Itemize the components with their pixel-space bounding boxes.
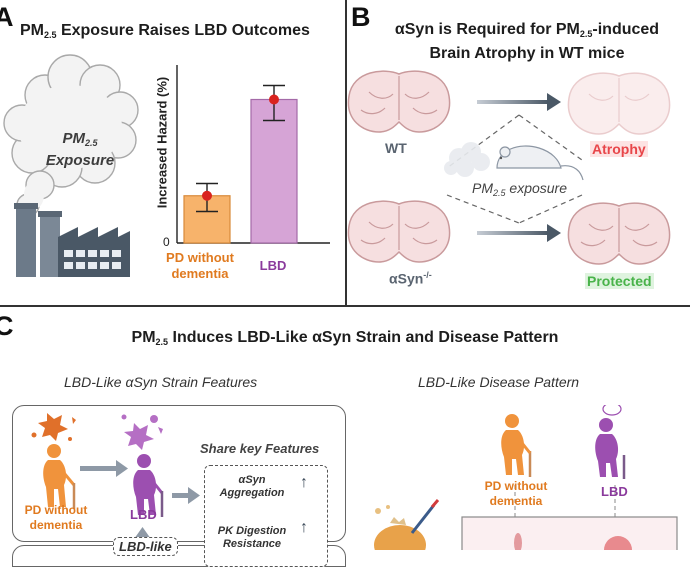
- y-tick-zero: 0: [163, 235, 170, 249]
- pd-to-lbd-arrow: [80, 460, 128, 477]
- feature-digestion: PK Digestion Resistance ↑: [217, 519, 308, 551]
- pd-label: PD without dementia: [24, 503, 88, 532]
- wt-label: WT: [385, 140, 407, 156]
- bar-1: [250, 98, 298, 244]
- strain-illustration: [31, 413, 200, 550]
- x-label-lbd: LBD: [259, 258, 287, 273]
- digestion-up-icon: ↑: [300, 519, 308, 536]
- lbd-like-tag: LBD-like: [113, 537, 178, 556]
- ko-label: αSyn-/-: [389, 270, 432, 287]
- ko-arrow: [477, 224, 561, 242]
- hazard-chart: Increased Hazard (%) 0 PD without dement…: [150, 60, 340, 290]
- panel-a-title: PM2.5 Exposure Raises LBD Outcomes: [20, 22, 310, 40]
- wt-brain: [347, 70, 451, 133]
- aggregation-up-icon: ↑: [300, 474, 308, 491]
- panel-a-letter: A: [0, 2, 14, 32]
- lbd-label: LBD: [130, 507, 157, 522]
- ko-brain: [347, 200, 451, 263]
- panel-b-diagram: [347, 70, 671, 265]
- factory: [14, 203, 130, 277]
- atrophy-brain: [567, 72, 671, 135]
- brain-needle-icon: [374, 499, 440, 550]
- panel-c: C PM2.5 Induces LBD-Like αSyn Strain and…: [0, 307, 690, 567]
- pd-aggregate-icon: [31, 413, 76, 441]
- lbd-person-icon: [133, 454, 164, 517]
- pd-person-icon: [43, 444, 76, 509]
- lbd-aggregate-icon: [121, 414, 163, 450]
- protected-label: Protected: [585, 273, 654, 289]
- wt-arrow: [477, 93, 561, 111]
- right-lbd-person-icon: [595, 405, 626, 479]
- vertical-divider: [345, 0, 347, 305]
- disease-pattern-illustration: [374, 405, 678, 550]
- panel-b-letter: B: [351, 2, 371, 32]
- horizontal-divider: [0, 305, 690, 307]
- pm-cloud: [444, 142, 490, 177]
- panel-b-title: αSyn is Required for PM2.5-induced Brain…: [394, 21, 660, 62]
- factory-illustration: [3, 54, 139, 277]
- right-subtitle: LBD-Like Disease Pattern: [418, 374, 580, 390]
- bar-plot: [176, 65, 330, 244]
- share-title: Share key Features: [200, 441, 320, 456]
- panel-c-letter: C: [0, 311, 14, 341]
- smoke-cloud: [3, 54, 139, 217]
- point-estimate-0: [202, 190, 212, 201]
- panel-b: B αSyn is Required for PM2.5-induced Bra…: [347, 0, 690, 305]
- pattern-plot: [461, 485, 678, 550]
- protected-brain: [567, 202, 671, 265]
- right-pd-person-icon: [501, 414, 532, 477]
- x-label-pd: PD without dementia: [166, 250, 234, 281]
- panel-a: A PM2.5 Exposure Raises LBD Outcomes: [0, 0, 345, 305]
- feature-aggregation: αSyn Aggregation ↑: [219, 474, 308, 499]
- atrophy-label: Atrophy: [590, 141, 648, 157]
- point-estimate-1: [269, 94, 279, 105]
- cloud-label: PM2.5 Exposure: [45, 130, 115, 169]
- right-pd-label: PD without dementia: [484, 479, 548, 508]
- mouse-icon: [496, 145, 584, 181]
- features-arrow: [172, 487, 200, 504]
- exposure-label: PM2.5 exposure: [472, 180, 567, 198]
- right-lbd-label: LBD: [601, 484, 628, 499]
- left-subtitle: LBD-Like αSyn Strain Features: [64, 374, 258, 390]
- panel-c-title: PM2.5 Induces LBD-Like αSyn Strain and D…: [131, 329, 559, 347]
